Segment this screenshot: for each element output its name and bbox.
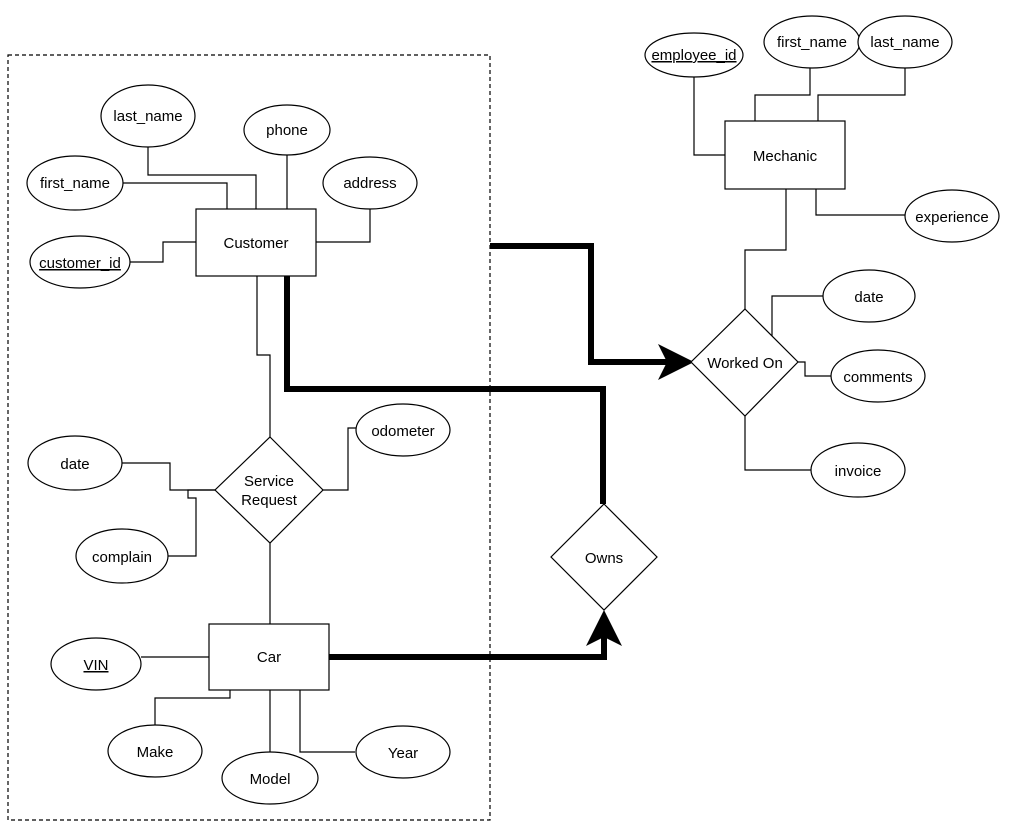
worked-on-relationship[interactable]: Worked On [690, 308, 799, 417]
car-model-label: Model [250, 771, 291, 788]
mechanic-entity[interactable]: Mechanic [724, 120, 846, 190]
customer-last-name-attribute[interactable]: last_name [100, 84, 196, 148]
group-worked-on-connector [490, 243, 694, 380]
mechanic-first-name-label: first_name [777, 34, 847, 51]
mechanic-last-name-attribute[interactable]: last_name [857, 15, 953, 69]
mechanic-experience-attribute[interactable]: experience [904, 189, 1000, 243]
customer-phone-attribute[interactable]: phone [243, 104, 331, 156]
mechanic-employee-id-attribute[interactable]: employee_id [644, 32, 744, 78]
car-vin-label: VIN [83, 657, 108, 674]
worked-on-comments-attribute[interactable]: comments [830, 349, 926, 403]
car-vin-attribute[interactable]: VIN [50, 637, 142, 691]
car-entity[interactable]: Car [208, 623, 330, 691]
customer-first-name-label: first_name [40, 175, 110, 192]
worked-on-date-label: date [854, 289, 883, 306]
service-request-odometer-label: odometer [371, 423, 434, 440]
worked-on-invoice-attribute[interactable]: invoice [810, 442, 906, 498]
car-owns-connector [329, 610, 622, 660]
service-request-odometer-attribute[interactable]: odometer [355, 403, 451, 457]
customer-car-group-boundary [7, 54, 491, 821]
customer-address-label: address [343, 175, 396, 192]
car-make-attribute[interactable]: Make [107, 724, 203, 778]
service-request-date-attribute[interactable]: date [27, 435, 123, 491]
customer-first-name-attribute[interactable]: first_name [26, 155, 124, 211]
worked-on-invoice-label: invoice [835, 463, 882, 480]
customer-id-label: customer_id [39, 255, 121, 272]
car-label: Car [257, 649, 281, 666]
customer-owns-connector [284, 276, 606, 504]
worked-on-label: Worked On [707, 355, 783, 372]
mechanic-last-name-label: last_name [870, 34, 939, 51]
mechanic-employee-id-label: employee_id [651, 47, 736, 64]
customer-last-name-label: last_name [113, 108, 182, 125]
service-request-label-line1: Service [244, 473, 294, 490]
worked-on-comments-label: comments [843, 369, 912, 386]
customer-id-attribute[interactable]: customer_id [29, 235, 131, 289]
mechanic-first-name-attribute[interactable]: first_name [763, 15, 861, 69]
worked-on-date-attribute[interactable]: date [822, 269, 916, 323]
mechanic-label: Mechanic [753, 148, 818, 165]
car-model-attribute[interactable]: Model [221, 751, 319, 805]
owns-relationship[interactable]: Owns [550, 503, 658, 611]
customer-phone-label: phone [266, 122, 308, 139]
customer-entity[interactable]: Customer [195, 208, 317, 277]
owns-label: Owns [585, 550, 623, 567]
service-request-complain-label: complain [92, 549, 152, 566]
attribute-connectors [120, 67, 906, 754]
service-request-complain-attribute[interactable]: complain [75, 528, 169, 584]
car-year-label: Year [388, 745, 418, 762]
customer-label: Customer [223, 235, 288, 252]
mechanic-experience-label: experience [915, 209, 988, 226]
service-request-relationship[interactable]: Service Request [214, 436, 324, 544]
service-request-label-line2: Request [241, 492, 298, 509]
car-make-label: Make [137, 744, 174, 761]
service-request-date-label: date [60, 456, 89, 473]
car-year-attribute[interactable]: Year [355, 725, 451, 779]
customer-address-attribute[interactable]: address [322, 156, 418, 210]
